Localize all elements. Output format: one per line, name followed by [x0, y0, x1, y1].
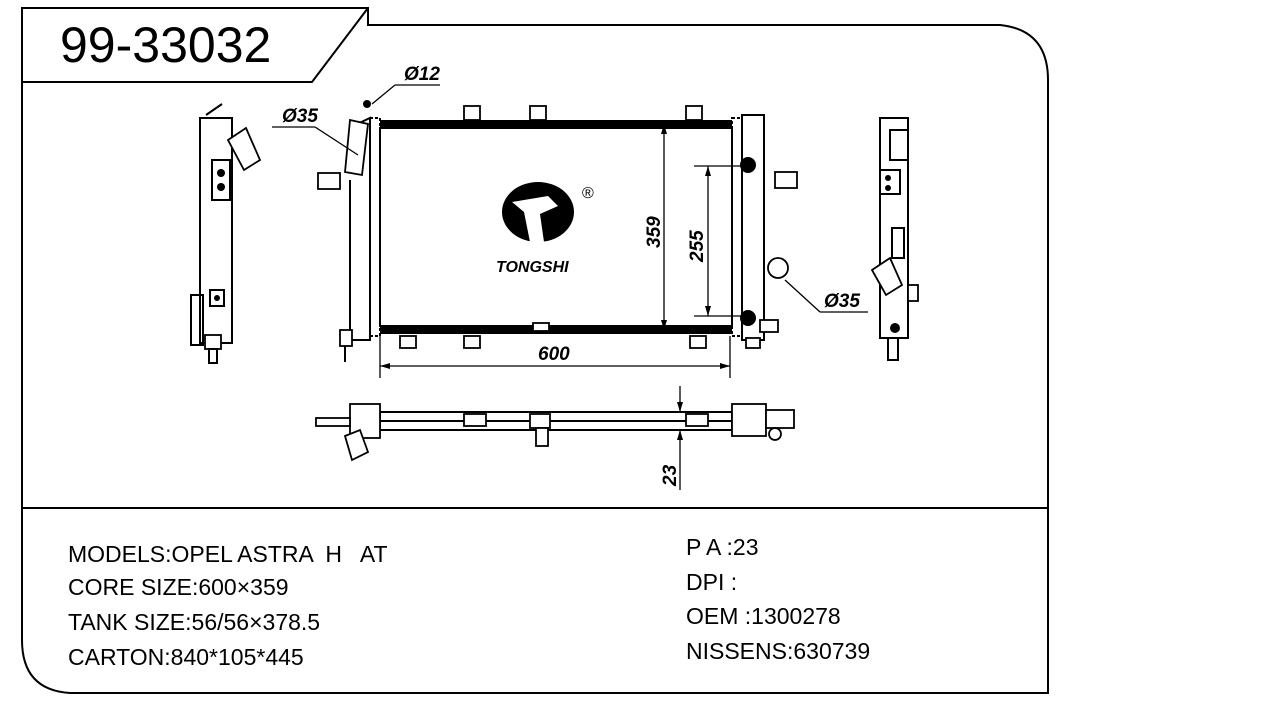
spec-block-right: P A :23 DPI : OEM :1300278 NISSENS:63073…: [686, 534, 870, 664]
front-view: [317, 100, 798, 362]
title-box: [22, 7, 369, 83]
right-side-view: [870, 117, 919, 361]
part-number: 99-33032: [60, 17, 271, 73]
dim-tank-span: 255: [687, 230, 708, 263]
dim-core-width: 600: [538, 344, 570, 365]
dim-inlet-top: Ø12: [404, 64, 440, 85]
spec-models: MODELS:OPEL ASTRA H AT: [68, 541, 388, 567]
spec-core-size: CORE SIZE:600×359: [68, 574, 289, 600]
spec-pa: P A :23: [686, 534, 758, 560]
dim-outlet-right: Ø35: [824, 291, 860, 312]
registered-mark: ®: [582, 185, 594, 202]
left-side-view: [190, 103, 262, 364]
dimensions: 600 359 255 Ø12 Ø35 Ø35: [272, 64, 868, 378]
tongshi-logo: ® TONGSHI: [496, 182, 594, 276]
bottom-view: 23: [315, 386, 795, 490]
drawing-frame: [21, 7, 1049, 694]
dim-core-height: 359: [644, 216, 665, 248]
dim-thickness: 23: [660, 464, 681, 487]
spec-block-left: MODELS:OPEL ASTRA H AT CORE SIZE:600×359…: [68, 541, 388, 670]
dim-inlet-left: Ø35: [282, 106, 318, 127]
spec-nissens: NISSENS:630739: [686, 638, 870, 664]
brand-name: TONGSHI: [496, 259, 569, 276]
spec-oem: OEM :1300278: [686, 603, 841, 629]
spec-carton: CARTON:840*105*445: [68, 644, 304, 670]
spec-dpi: DPI :: [686, 569, 737, 595]
spec-tank-size: TANK SIZE:56/56×378.5: [68, 609, 320, 635]
